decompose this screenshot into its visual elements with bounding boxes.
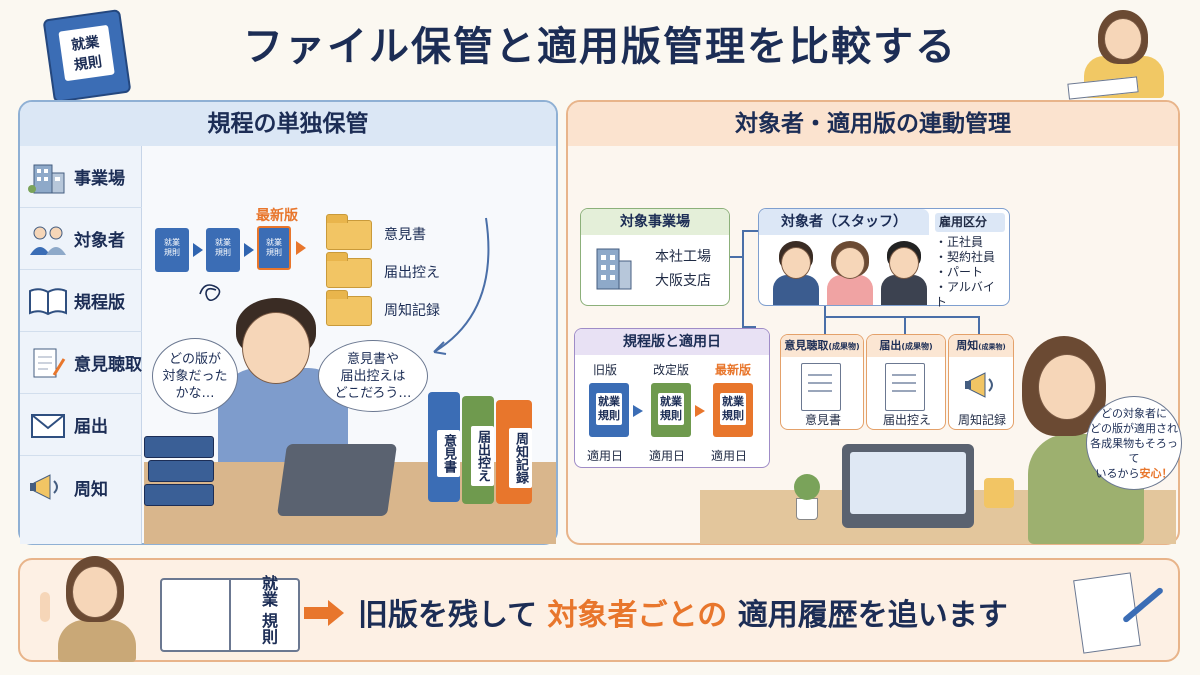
deliverable-label: 周知記録: [957, 413, 1006, 427]
envelope-icon: [31, 413, 65, 438]
deliverable-label: 届出控え: [882, 413, 931, 427]
apply-date-label: 適用日: [649, 449, 686, 463]
sidebar-label-opinion: 意見聴取: [74, 355, 142, 375]
banner-book-line1: 就業: [259, 575, 278, 608]
sidebar-label-target: 対象者: [74, 231, 125, 251]
arrow-icon: [244, 243, 254, 257]
employment-type-list: 雇用区分 ・正社員 ・契約社員 ・パート ・アルバイト: [935, 213, 1005, 310]
employment-type: ・パート: [935, 265, 984, 279]
latest-label: 最新版: [256, 208, 298, 224]
sidebar-item-target: 対象者: [20, 208, 142, 270]
folder-label-opinion: 意見書: [384, 227, 426, 243]
mug-illustration: [984, 478, 1014, 508]
sidebar-item-workplace: 事業場: [20, 146, 142, 208]
revised-version-book: 就業規則: [651, 383, 691, 437]
sidebar-item-opinion: 意見聴取: [20, 332, 142, 394]
workplace-item: 本社工場: [655, 249, 711, 265]
folder-label-notification: 届出控え: [384, 265, 440, 281]
document-pen-icon: [33, 348, 66, 377]
staff-avatars: [767, 239, 933, 305]
open-rule-book-illustration: 就業 規則: [160, 568, 300, 654]
deliverable-notification-box: 届出(成果物) 届出控え: [866, 334, 946, 430]
apply-date-label: 適用日: [587, 449, 624, 463]
version-box-title: 規程版と適用日: [575, 329, 769, 355]
building-icon: [596, 248, 632, 290]
banner-text-before: 旧版を残して: [358, 598, 548, 633]
thought-bubble-right: 意見書や届出控えはどこだろう…: [318, 340, 428, 412]
revised-rule-book: 就業規則: [206, 228, 240, 272]
version-label-revised: 改定版: [653, 363, 690, 377]
latest-rule-book: 就業規則: [257, 226, 291, 270]
orange-arrow-icon: [304, 600, 344, 626]
binder-publicize: 周知記録: [496, 400, 532, 504]
sidebar-label-publicize: 周知: [74, 479, 108, 500]
laptop-illustration: [842, 444, 974, 528]
header-book-illustration: 就業 規則: [42, 8, 132, 104]
apply-date-label: 適用日: [711, 449, 748, 463]
thought-bubble-left: どの版が対象だったかな…: [152, 338, 238, 414]
folder-label-publicize: 周知記録: [384, 303, 440, 319]
banner-text-highlight: 対象者ごとの: [547, 598, 728, 633]
sidebar-label-notification: 届出: [74, 417, 108, 437]
employment-title: 雇用区分: [935, 213, 1005, 232]
relief-speech-bubble: どの対象者に どの版が適用され 各成果物もそろって いるから安心！: [1086, 396, 1182, 490]
version-label-old: 旧版: [593, 363, 618, 377]
people-icon: [30, 226, 66, 255]
folder-icon: [326, 214, 372, 250]
employment-type: ・契約社員: [935, 250, 996, 264]
arrow-icon: [193, 243, 203, 257]
arrow-icon: [695, 405, 705, 417]
checklist-pen-illustration: [1068, 572, 1168, 656]
woman-writing-illustration: [1060, 6, 1190, 100]
left-panel-title: 規程の単独保管: [20, 102, 556, 146]
page-title: ファイル保管と適用版管理を比較する: [243, 24, 957, 70]
pointing-woman-illustration: [36, 552, 146, 662]
megaphone-icon: [965, 372, 993, 398]
version-date-box: 規程版と適用日 旧版 改定版 最新版 就業規則 就業規則 就業規則 適用日 適用…: [574, 328, 770, 468]
sidebar-label-workplace: 事業場: [74, 169, 125, 189]
old-version-book: 就業規則: [589, 383, 629, 437]
target-workplace-box: 対象事業場 本社工場 大阪支店: [580, 208, 730, 306]
right-panel-title: 対象者・適用版の連動管理: [568, 102, 1178, 146]
workplace-item: 大阪支店: [655, 273, 711, 289]
latest-version-book: 就業規則: [713, 383, 753, 437]
binder-opinion: 意見書: [428, 392, 460, 502]
banner-text: 旧版を残して 対象者ごとの 適用履歴を追います: [358, 590, 1008, 634]
laptop-illustration: [276, 444, 398, 516]
document-icon: [801, 363, 841, 411]
megaphone-icon: [30, 474, 58, 500]
employment-type: ・アルバイト: [935, 280, 995, 309]
plant-illustration: [790, 470, 824, 520]
arrow-icon: [296, 241, 306, 255]
banner-text-after: 適用履歴を追います: [727, 598, 1008, 633]
target-staff-box: 対象者（スタッフ） 雇用区分 ・正社員 ・契約社員 ・パート ・アルバイト: [758, 208, 1010, 309]
sidebar-item-notification: 届出: [20, 394, 142, 456]
staff-title: 対象者（スタッフ）: [759, 209, 929, 235]
deliverable-opinion-box: 意見聴取(成果物) 意見書: [780, 334, 864, 430]
open-book-icon: [29, 287, 67, 315]
banner-book-line2: 規則: [259, 612, 278, 645]
checklist-icon: [885, 363, 925, 411]
curved-arrow-icon: [433, 217, 490, 355]
sidebar-item-version: 規程版: [20, 270, 142, 332]
folder-icon: [326, 252, 372, 288]
version-label-latest: 最新版: [715, 363, 752, 377]
binder-notification: 届出控え: [462, 396, 494, 504]
sidebar-label-version: 規程版: [74, 293, 125, 313]
sidebar: 事業場 対象者 規程版 意見聴取 届出 周知: [20, 146, 142, 544]
workplace-title: 対象事業場: [581, 209, 729, 235]
employment-type: ・正社員: [935, 235, 984, 249]
sidebar-item-publicize: 周知: [20, 456, 142, 518]
confusion-scribble-icon: [199, 284, 221, 302]
folder-icon: [326, 290, 372, 326]
old-rule-book: 就業規則: [155, 228, 189, 272]
deliverable-publicize-box: 周知(成果物) 周知記録: [948, 334, 1014, 430]
deliverable-label: 意見書: [804, 413, 841, 427]
stacked-binders-illustration: [144, 436, 214, 516]
arrow-icon: [633, 405, 643, 417]
building-icon: [28, 164, 65, 193]
